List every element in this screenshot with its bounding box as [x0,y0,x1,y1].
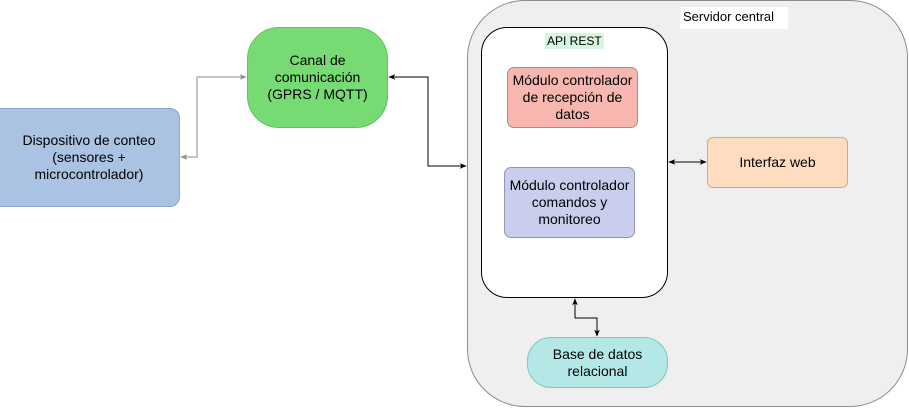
commands-module-node: Módulo controlador comandos y monitoreo [504,167,635,238]
web-interface-node: Interfaz web [707,137,848,188]
edge-channel-api [388,74,467,169]
relational-database-node: Base de datos relacional [527,337,668,388]
edge-device-channel [180,74,247,160]
communication-channel-node: Canal de comunicación (GPRS / MQTT) [247,27,388,128]
central-server-label: Servidor central [680,7,788,29]
api-rest-label: API REST [545,33,604,49]
reception-module-node: Módulo controlador de recepción de datos [507,67,638,128]
counting-device-node: Dispositivo de conteo (sensores + microc… [0,108,180,207]
edge-api-database [572,298,600,337]
